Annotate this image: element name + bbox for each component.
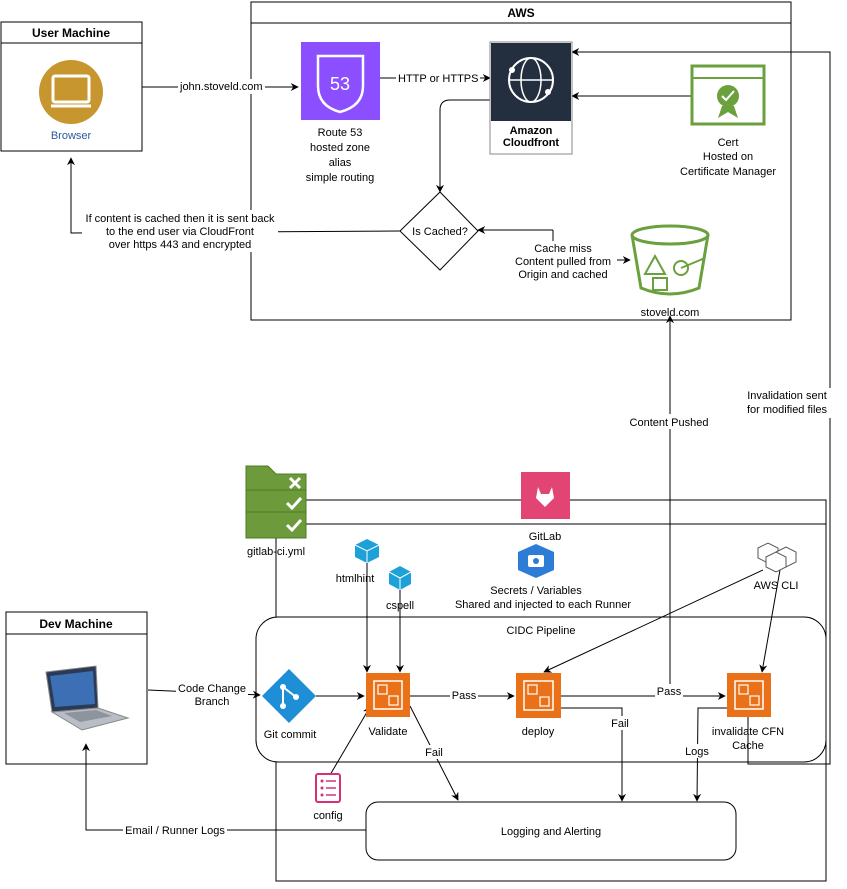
edge-label-invalidation-1: Invalidation sent <box>747 390 827 402</box>
edge-label-cache-miss-3: Origin and cached <box>518 269 607 281</box>
gitlab-ci-label: gitlab-ci.yml <box>247 546 305 558</box>
cli-cubes-icon <box>757 542 797 573</box>
edge-label-logs: Logs <box>685 746 709 758</box>
aws-cli-node: AWS CLI <box>754 542 799 592</box>
aws-group: AWS <box>250 1 792 321</box>
invalidate-node: invalidate CFN Cache <box>712 673 784 752</box>
package-icon <box>354 539 380 563</box>
edge-label-invalidation-2: for modified files <box>747 404 828 416</box>
edge-invalidation <box>571 48 831 765</box>
checklist-icon <box>245 465 307 539</box>
edge-label-cached-2: to the end user via CloudFront <box>106 226 254 238</box>
edge-decision-browser <box>67 157 401 234</box>
cloudfront-label-2: Cloudfront <box>503 137 560 149</box>
runner-icon <box>366 673 410 717</box>
deploy-node: deploy <box>516 673 561 738</box>
edge-label-cached-1: If content is cached then it is sent bac… <box>86 213 275 225</box>
edge-cli-deploy <box>543 569 764 673</box>
edge-deploy-fail <box>561 707 626 802</box>
route53-label-4: simple routing <box>306 172 374 184</box>
edge-label-fail-2: Fail <box>611 718 629 730</box>
edge-label-cached-3: over https 443 and encrypted <box>109 239 251 251</box>
validate-label: Validate <box>369 726 408 738</box>
edge-cloudfront-decision <box>436 99 490 193</box>
git-commit-node: Git commit <box>262 669 316 741</box>
invalidate-label-2: Cache <box>732 740 764 752</box>
cspell-node: cspell <box>386 566 414 612</box>
edge-label-code-change-2: Branch <box>195 696 230 708</box>
user-machine-group: User Machine <box>0 21 143 152</box>
edge-logging-dev <box>82 743 366 831</box>
validate-node: Validate <box>366 673 410 738</box>
secrets-node: Secrets / Variables Shared and injected … <box>455 544 631 611</box>
config-list-icon <box>315 773 341 803</box>
dev-laptop-node <box>45 665 130 731</box>
secrets-label-2: Shared and injected to each Runner <box>455 599 631 611</box>
runner-icon <box>727 673 771 717</box>
cloudfront-icon <box>491 43 571 121</box>
edge-label-email: Email / Runner Logs <box>125 825 225 837</box>
gitlab-ci-node: gitlab-ci.yml <box>245 465 307 558</box>
edge-label-content-pushed: Content Pushed <box>630 417 709 429</box>
user-machine-title: User Machine <box>32 26 110 40</box>
htmlhint-label: htmlhint <box>336 573 375 585</box>
deploy-label: deploy <box>522 726 555 738</box>
edge-label-pass-1: Pass <box>452 690 477 702</box>
secrets-label-1: Secrets / Variables <box>490 585 582 597</box>
cloudfront-label-1: Amazon <box>510 125 553 137</box>
cert-node: Cert Hosted on Certificate Manager <box>680 64 776 178</box>
package-icon <box>388 566 412 590</box>
browser-label: Browser <box>51 130 92 142</box>
decision-node: Is Cached? <box>399 191 479 271</box>
browser-node: Browser <box>39 60 103 142</box>
cert-label-3: Certificate Manager <box>680 166 776 178</box>
htmlhint-node: htmlhint <box>336 539 380 585</box>
edge-label-fail-1: Fail <box>425 747 443 759</box>
logging-label: Logging and Alerting <box>501 826 601 838</box>
edge-label-pass-2: Pass <box>657 686 682 698</box>
pipeline-title: CIDC Pipeline <box>506 625 575 637</box>
bucket-label: stoveld.com <box>641 307 700 319</box>
cert-label-2: Hosted on <box>703 151 753 163</box>
edges <box>67 48 831 831</box>
gitlab-node: GitLab <box>521 472 570 543</box>
edge-label-domain: john.stoveld.com <box>179 81 263 93</box>
decision-label: Is Cached? <box>412 226 468 238</box>
invalidate-label-1: invalidate CFN <box>712 726 784 738</box>
browser-icon <box>39 60 103 124</box>
git-icon <box>262 669 316 723</box>
config-node: config <box>313 773 343 822</box>
edge-label-http: HTTP or HTTPS <box>398 73 478 85</box>
edge-config-validate <box>329 706 371 776</box>
route53-label-2: hosted zone <box>310 142 370 154</box>
decision-diamond <box>399 191 479 271</box>
aws-title: AWS <box>507 6 534 20</box>
vault-icon <box>518 544 554 578</box>
edge-label-code-change-1: Code Change <box>178 683 246 695</box>
route53-node: 53 Route 53 hosted zone alias simple rou… <box>301 42 380 184</box>
edge-cli-invalidate <box>759 569 781 673</box>
git-commit-label: Git commit <box>264 729 317 741</box>
gitlab-title: GitLab <box>529 531 561 543</box>
aws-cli-label: AWS CLI <box>754 580 799 592</box>
route53-label-1: Route 53 <box>318 127 363 139</box>
cloudfront-node: Amazon Cloudfront <box>489 41 573 155</box>
s3-bucket-icon <box>630 224 710 296</box>
cert-label-1: Cert <box>718 137 739 149</box>
logging-node: Logging and Alerting <box>365 801 737 861</box>
runner-icon <box>516 673 561 718</box>
edge-label-cache-miss-1: Cache miss <box>534 243 592 255</box>
route53-badge: 53 <box>330 74 350 94</box>
dev-machine-title: Dev Machine <box>39 617 113 631</box>
route53-label-3: alias <box>329 157 352 169</box>
bucket-node: stoveld.com <box>630 224 710 319</box>
edge-labels: john.stoveld.com HTTP or HTTPS If conten… <box>82 71 832 837</box>
edge-invalidate-logs <box>693 707 727 802</box>
edge-label-cache-miss-2: Content pulled from <box>515 256 611 268</box>
cspell-label: cspell <box>386 600 414 612</box>
config-label: config <box>313 810 342 822</box>
laptop-icon <box>45 665 130 731</box>
